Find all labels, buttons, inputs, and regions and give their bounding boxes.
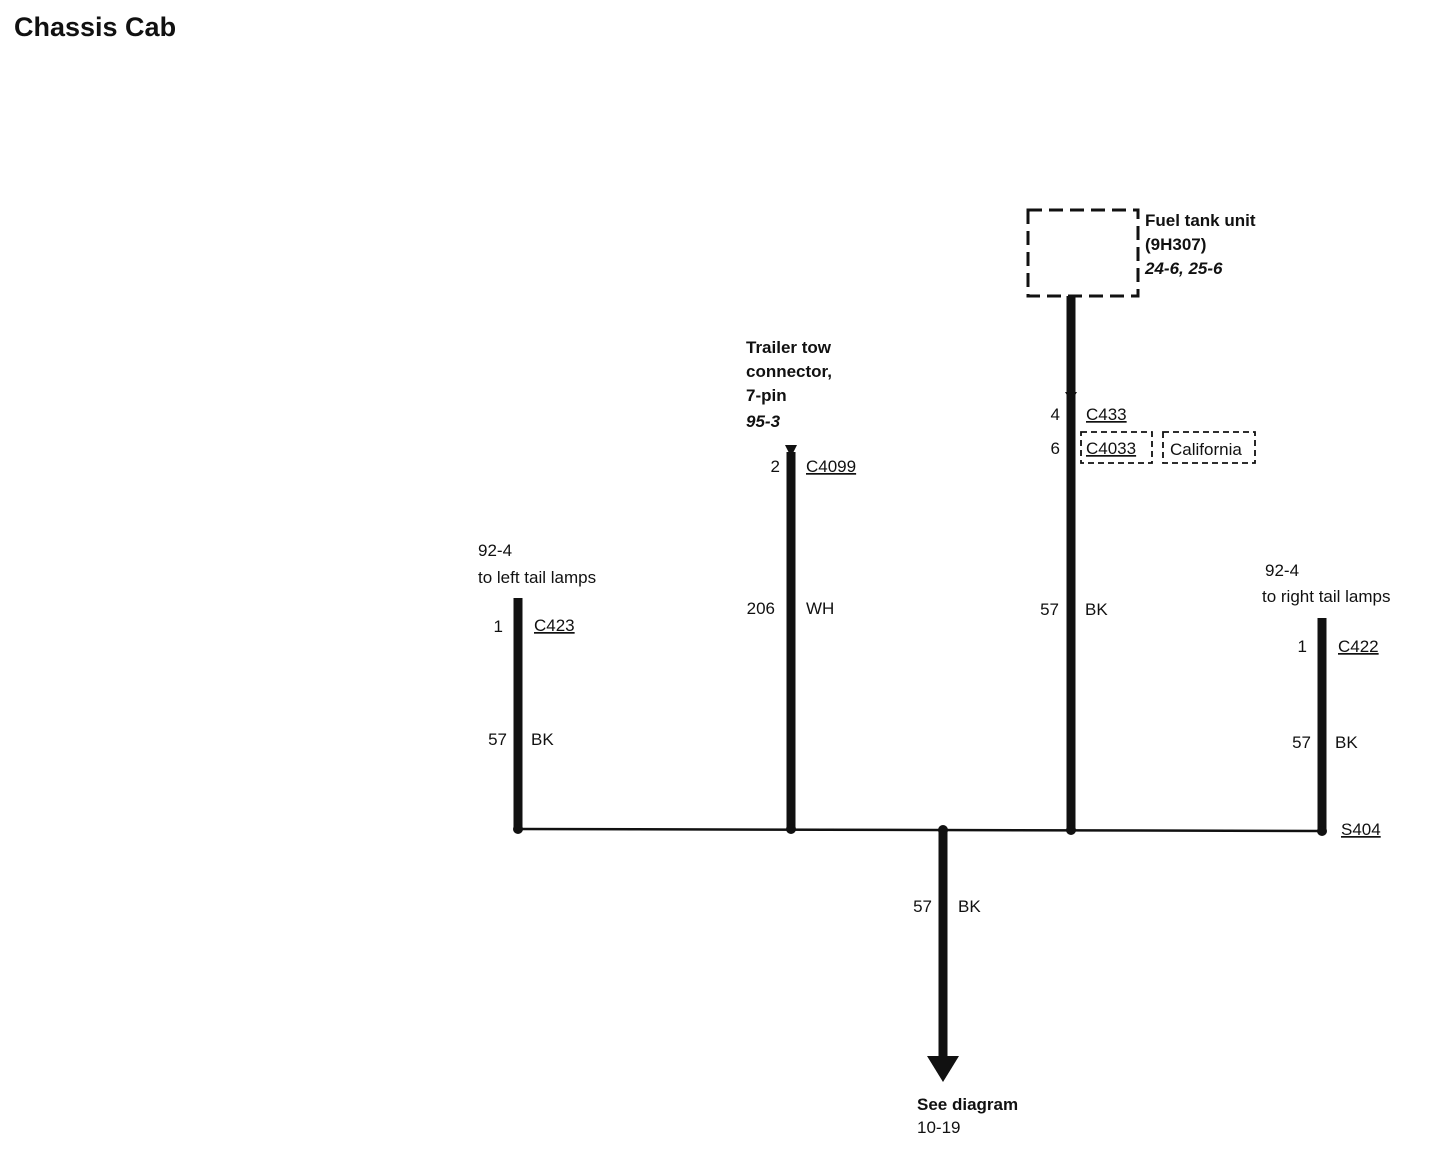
trailer-tow-ref: 95-3 xyxy=(746,412,781,431)
left-tail-junction xyxy=(513,824,523,834)
fuel-tank-unit-box xyxy=(1026,208,1140,298)
left-tail-desc: to left tail lamps xyxy=(478,568,596,587)
left-tail-ref: 92-4 xyxy=(478,541,512,560)
right-tail-desc: to right tail lamps xyxy=(1262,587,1391,606)
trailer-tow-junction xyxy=(786,824,796,834)
left-tail-circuit: 57 xyxy=(488,730,507,749)
output-arrow-icon xyxy=(927,1056,959,1082)
trailer-tow-circuit: 206 xyxy=(747,599,775,618)
fuel-tank-junction xyxy=(1066,825,1076,835)
see-diagram-label: See diagram xyxy=(917,1095,1018,1114)
c433-connector-mark xyxy=(1065,392,1077,402)
fuel-tank-ref: 24-6, 25-6 xyxy=(1144,259,1223,278)
fuel-tank-part: (9H307) xyxy=(1145,235,1206,254)
c433-connector: C433 xyxy=(1086,405,1127,424)
trailer-tow-line3: 7-pin xyxy=(746,386,787,405)
california-option-box xyxy=(1162,431,1256,464)
fuel-tank-name: Fuel tank unit xyxy=(1145,211,1256,230)
c433-pin: 4 xyxy=(1051,405,1060,424)
output-circuit: 57 xyxy=(913,897,932,916)
right-tail-circuit: 57 xyxy=(1292,733,1311,752)
fuel-tank-wire-color: BK xyxy=(1085,600,1108,619)
c4033-option-box xyxy=(1080,431,1153,464)
trailer-tow-line1: Trailer tow xyxy=(746,338,832,357)
left-tail-wire-color: BK xyxy=(531,730,554,749)
trailer-tow-line2: connector, xyxy=(746,362,832,381)
page-title: Chassis Cab xyxy=(14,12,176,42)
c4033-pin: 6 xyxy=(1051,439,1060,458)
c423-pin: 1 xyxy=(494,617,503,636)
s404-splice-label: S404 xyxy=(1341,820,1381,839)
c4033-connector: C4033 xyxy=(1086,439,1136,458)
right-tail-wire-color: BK xyxy=(1335,733,1358,752)
c422-connector: C422 xyxy=(1338,637,1379,656)
output-wire-color: BK xyxy=(958,897,981,916)
c422-pin: 1 xyxy=(1298,637,1307,656)
c423-connector: C423 xyxy=(534,616,575,635)
right-tail-ref: 92-4 xyxy=(1265,561,1299,580)
trailer-tow-wire-color: WH xyxy=(806,599,834,618)
fuel-tank-circuit: 57 xyxy=(1040,600,1059,619)
see-diagram-ref: 10-19 xyxy=(917,1118,960,1137)
california-label: California xyxy=(1170,440,1242,459)
c4099-connector-mark xyxy=(785,445,797,457)
right-tail-junction xyxy=(1317,826,1327,836)
c4099-connector: C4099 xyxy=(806,457,856,476)
ground-bus-line xyxy=(517,827,1323,833)
c4099-pin: 2 xyxy=(771,457,780,476)
